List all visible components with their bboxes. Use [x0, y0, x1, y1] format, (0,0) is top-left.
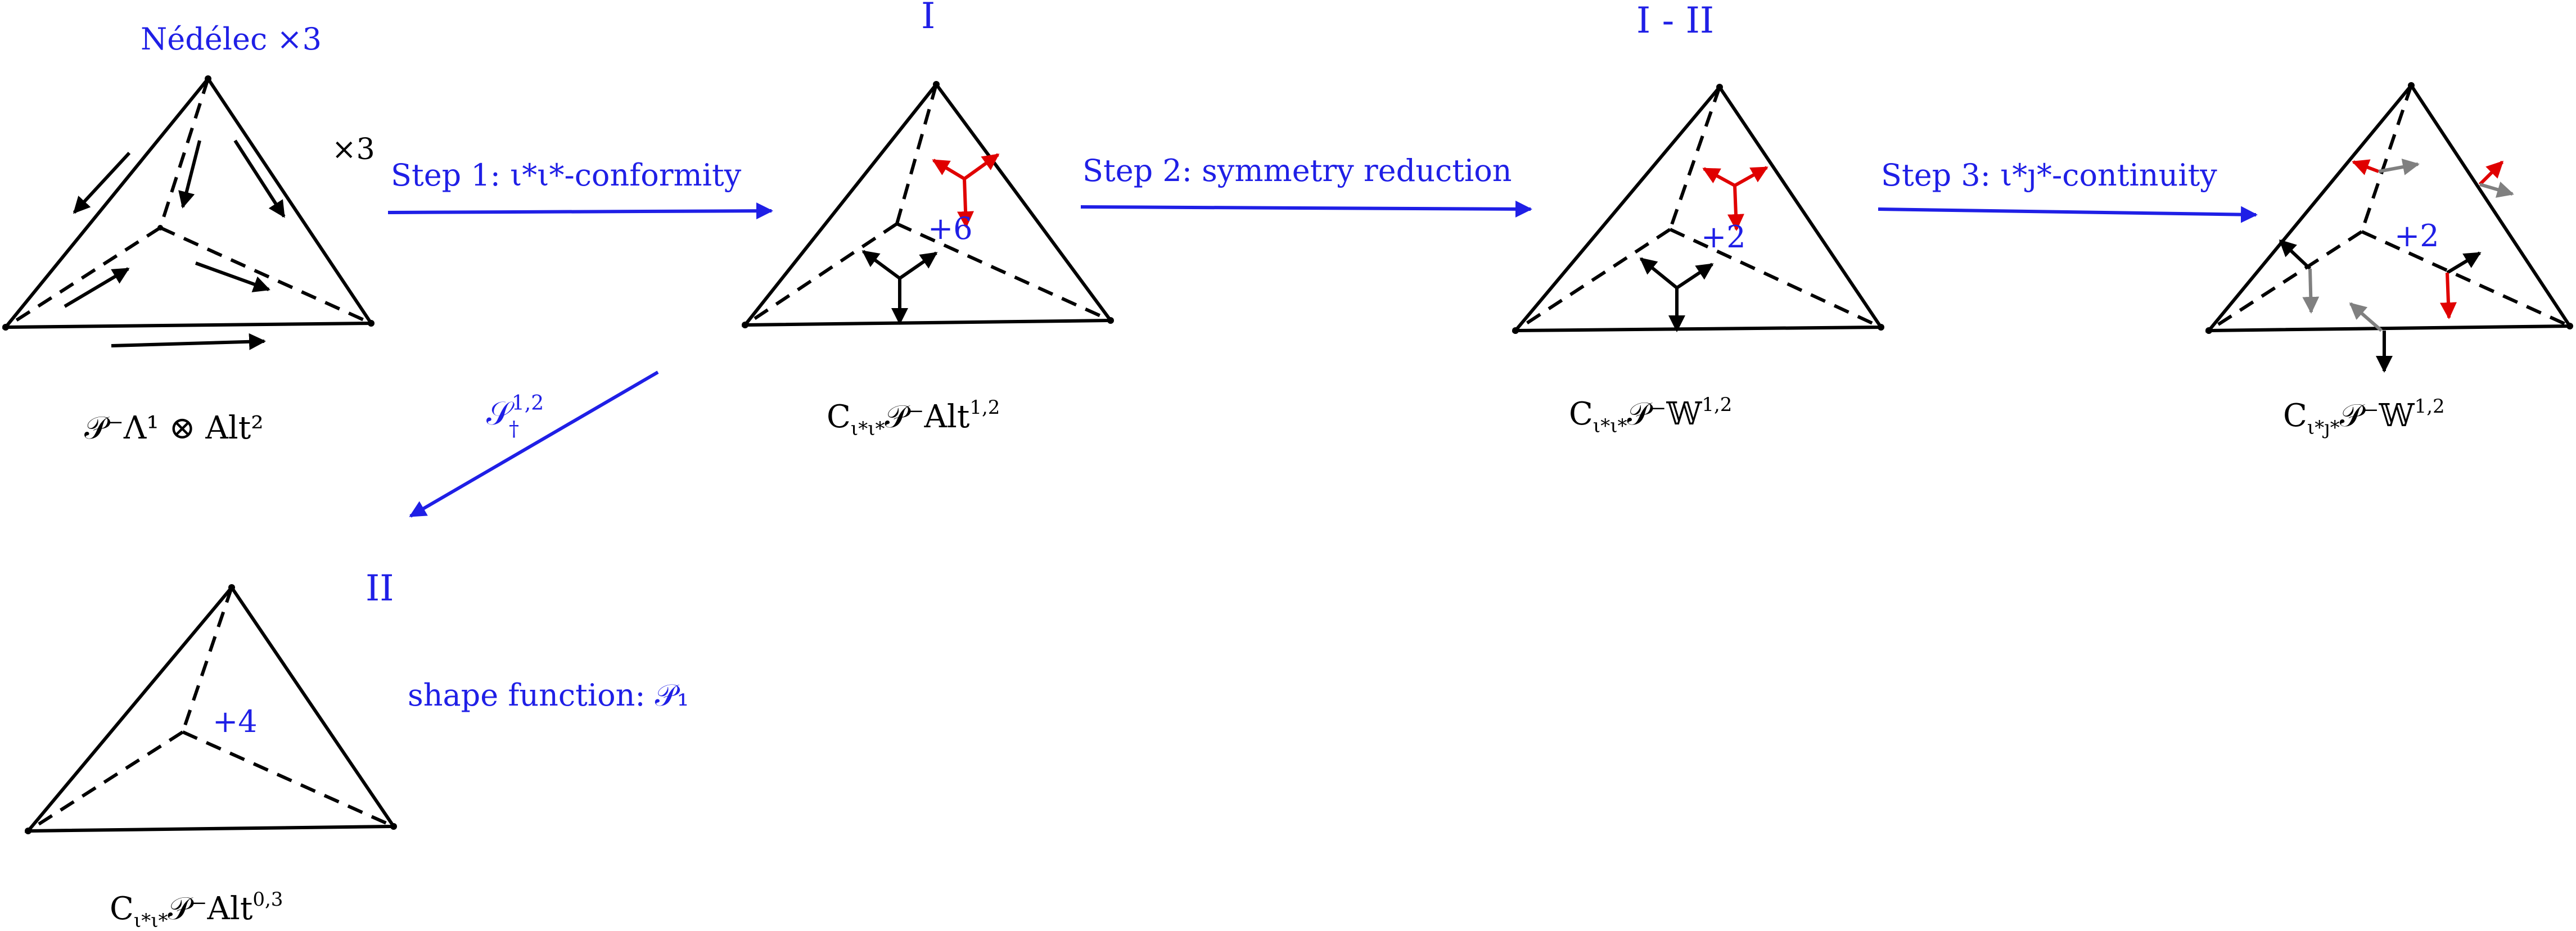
caption-final-sup: 1,2 — [2415, 395, 2445, 418]
caption-I-rest: 𝒫⁻Alt — [885, 399, 970, 435]
svg-text:Cι*ι*𝒫⁻Alt0,3: Cι*ι*𝒫⁻Alt0,3 — [110, 888, 283, 931]
caption-I-II: Cι*ι*𝒫⁻𝕎1,2 — [1569, 394, 1732, 437]
svg-text:Cι*ι*𝒫⁻Alt1,2: Cι*ι*𝒫⁻Alt1,2 — [827, 396, 1000, 440]
step3-label: Step 3: ι*ȷ*-continuity — [1881, 157, 2217, 193]
caption-final-sub: ι*ȷ* — [2307, 417, 2340, 439]
plus2-label-b: +2 — [2394, 218, 2439, 254]
caption-final-C: C — [2283, 397, 2307, 434]
caption-final: Cι*ȷ*𝒫⁻𝕎1,2 — [2283, 395, 2445, 439]
step1-label: Step 1: ι*ι*-conformity — [391, 157, 742, 193]
s-dagger-arrow — [409, 370, 659, 518]
svg-text:Cι*ι*𝒫⁻𝕎1,2: Cι*ι*𝒫⁻𝕎1,2 — [1569, 394, 1732, 437]
caption-II: Cι*ι*𝒫⁻Alt0,3 — [110, 888, 283, 931]
tetrahedron-I-II — [1512, 84, 1884, 334]
plus4-label: +4 — [213, 704, 258, 739]
step3-arrow — [1878, 206, 2258, 223]
times3-label: ×3 — [332, 133, 375, 166]
caption-final-rest: 𝒫⁻𝕎 — [2340, 397, 2415, 434]
nedelec-label: Nédélec ×3 — [141, 21, 322, 57]
caption-I-II-sub: ι*ι* — [1593, 415, 1627, 437]
caption-II-sub: ι*ι* — [134, 910, 168, 931]
tetrahedron-I — [741, 81, 1114, 328]
tetrahedron-II — [24, 584, 397, 834]
caption-I-II-sup: 1,2 — [1702, 394, 1732, 416]
s-dagger-sub: † — [509, 418, 519, 441]
shape-function-label: shape function: 𝒫₁ — [408, 677, 689, 713]
caption-I-II-rest: 𝒫⁻𝕎 — [1627, 396, 1703, 432]
step1-arrow — [387, 202, 773, 220]
caption-II-rest: 𝒫⁻Alt — [168, 891, 253, 927]
caption-I-sup: 1,2 — [969, 396, 1000, 419]
s-dagger-label: 𝒮1,2 † — [486, 392, 544, 441]
caption-II-sup: 0,3 — [252, 888, 283, 911]
roman-I-label: I — [921, 0, 935, 37]
tetrahedron-final — [2205, 82, 2573, 373]
caption-I: Cι*ι*𝒫⁻Alt1,2 — [827, 396, 1000, 440]
svg-text:𝒮1,2: 𝒮1,2 — [486, 392, 544, 432]
caption-II-C: C — [110, 891, 134, 927]
plus2-label-a: +2 — [1701, 219, 1746, 255]
caption-nedelec: 𝒫⁻Λ¹ ⊗ Alt² — [84, 410, 264, 446]
svg-text:Cι*ȷ*𝒫⁻𝕎1,2: Cι*ȷ*𝒫⁻𝕎1,2 — [2283, 395, 2445, 439]
s-dagger-sup: 1,2 — [512, 392, 544, 415]
tetrahedron-nedelec — [2, 75, 375, 350]
s-dagger-main: 𝒮 — [486, 394, 515, 432]
plus6-label: +6 — [928, 211, 973, 246]
caption-I-II-C: C — [1569, 396, 1593, 432]
step2-label: Step 2: symmetry reduction — [1082, 153, 1512, 188]
caption-I-sub: ι*ι* — [851, 418, 885, 440]
roman-II-label: II — [366, 568, 394, 609]
caption-I-C: C — [827, 399, 851, 435]
roman-I-II-label: I - II — [1636, 0, 1714, 42]
step2-arrow — [1080, 200, 1532, 218]
